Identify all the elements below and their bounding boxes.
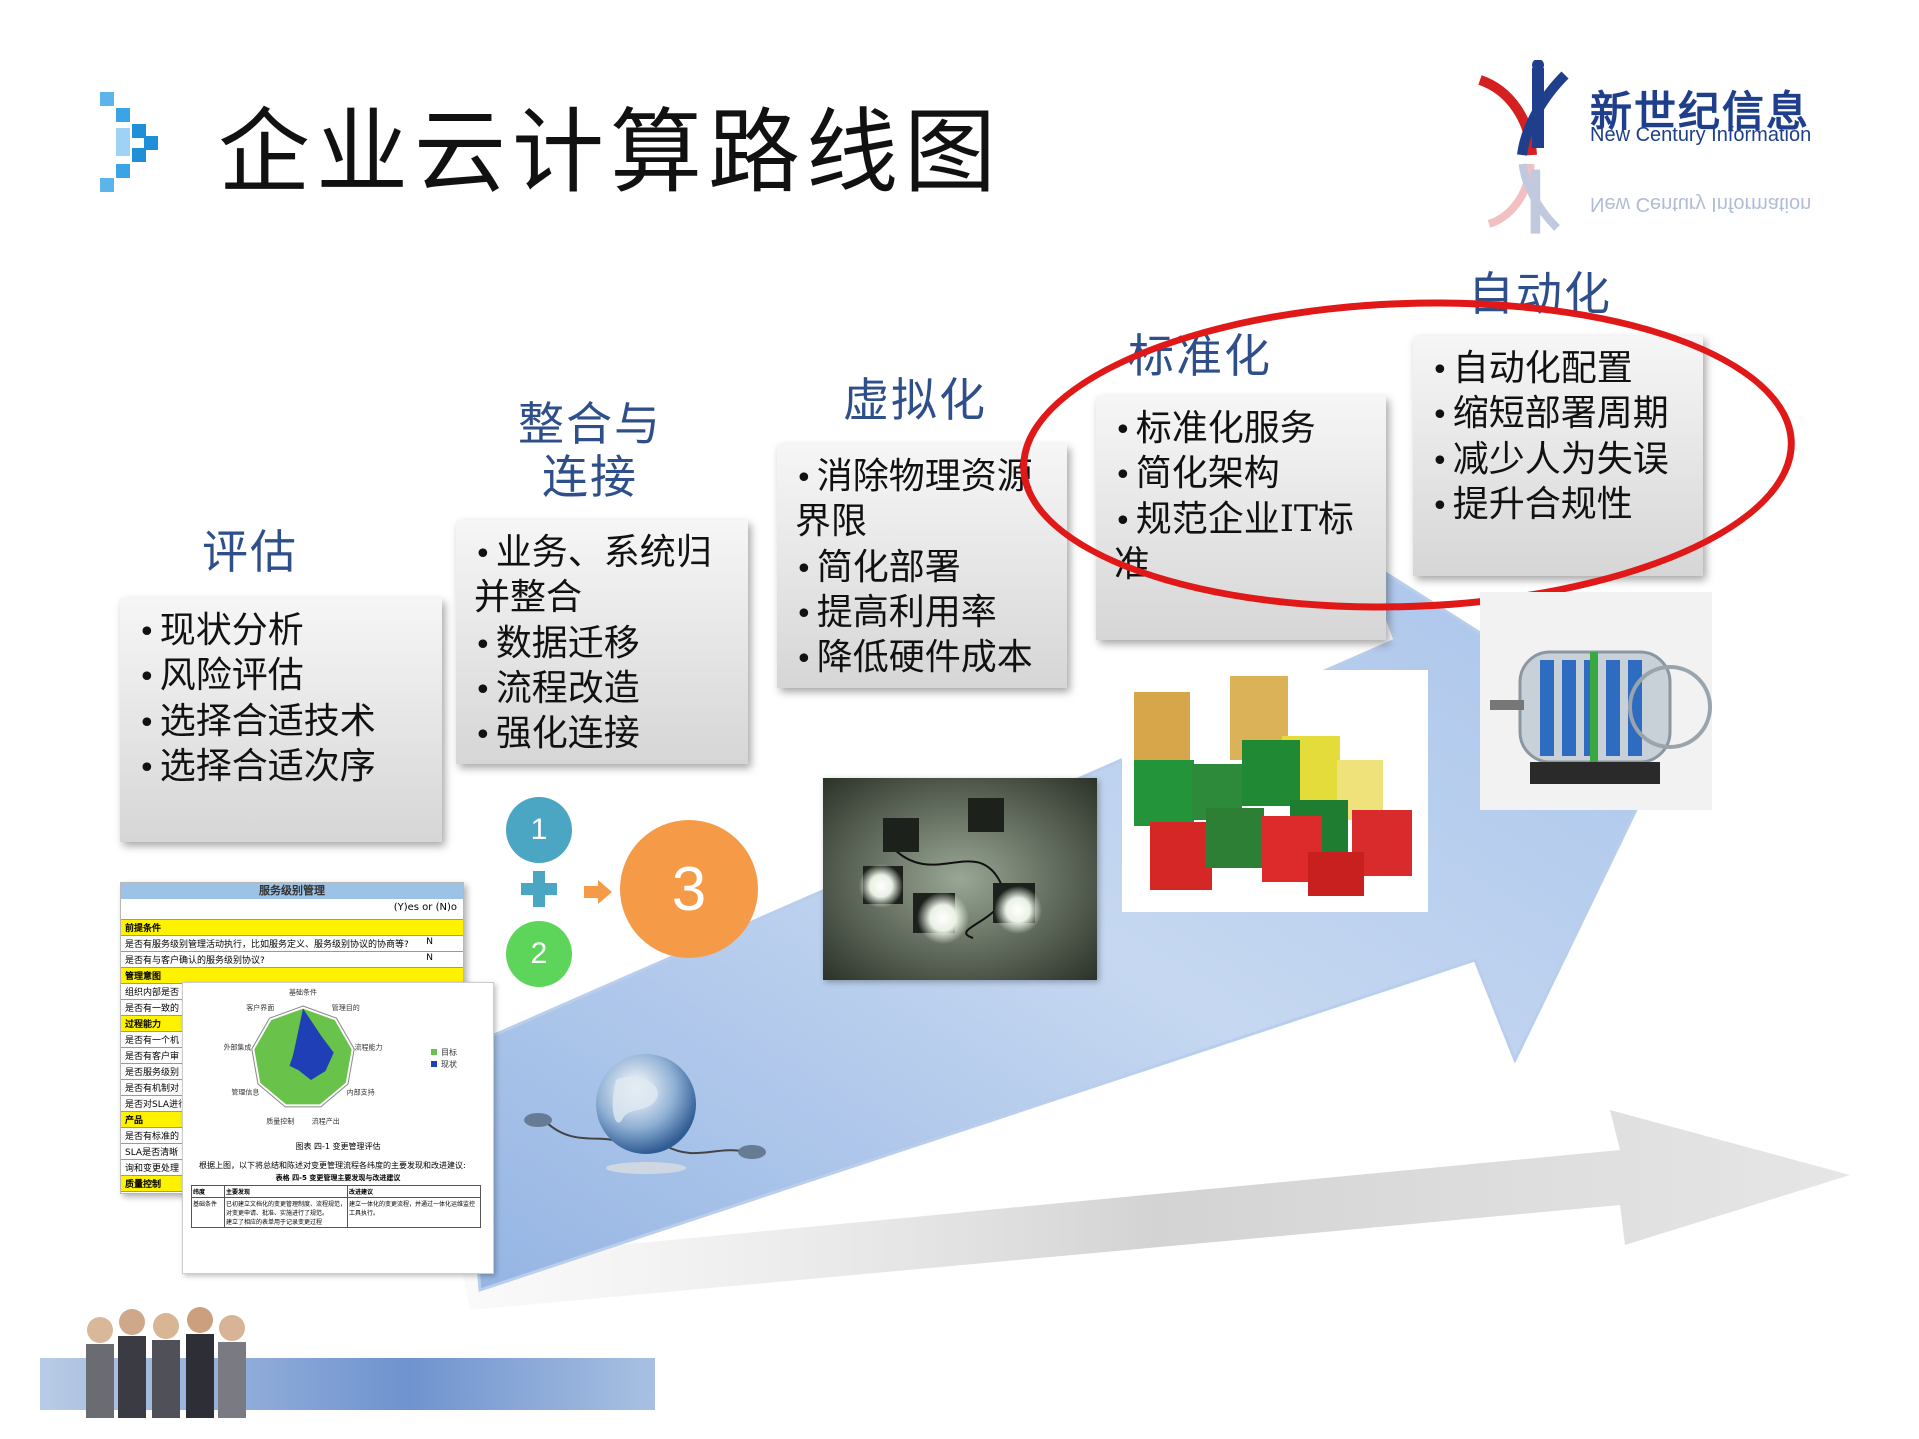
row-value: N [426, 953, 433, 963]
stage-title-automate: 自动化 [1468, 267, 1612, 321]
logo-name-en-reflection: New Century Information [1590, 193, 1812, 215]
stage-title-assess: 评估 [202, 525, 298, 579]
list-item: 现状分析 [138, 608, 424, 653]
yn-label: (Y)es or (N)o [393, 902, 457, 913]
list-item: 简化架构 [1114, 451, 1368, 496]
table-caption: 表格 四-5 变更管理主要发现与改进建议 [275, 1174, 401, 1182]
stage-box-assess: 现状分析 风险评估 选择合适技术 选择合适次序 [120, 598, 442, 842]
company-logo: 新世纪信息 New Century Information New Centur… [1470, 60, 1850, 240]
radar-axis-label: 外部集成 [223, 1042, 251, 1051]
radar-caption: 图表 四-1 变更管理评估 [295, 1142, 381, 1151]
list-item: 自动化配置 [1431, 346, 1685, 391]
logo-reflection-icon [1487, 163, 1560, 234]
shadow-arrow [460, 1110, 1850, 1310]
radar-chart-document: 基础条件管理目的流程能力内部支持流程产出质量控制管理信息外部集成客户界面 目标 … [182, 982, 494, 1274]
findings-table: 纬度 主要发现 改进建议 基础条件 已初建立文档化的变更管理制度、流程规范，对变… [191, 1185, 481, 1228]
radar-note: 根据上图，以下将总结和陈述对变更管理流程各纬度的主要发现和改进建议: [199, 1161, 466, 1170]
list-item: 流程改造 [474, 666, 730, 711]
logo-mark-icon [1478, 60, 1569, 156]
radar-current-series [289, 1008, 334, 1080]
radar-axis-label: 质量控制 [266, 1117, 294, 1126]
list-item: 标准化服务 [1114, 406, 1368, 451]
list-item: 选择合适技术 [138, 699, 424, 744]
list-item: 减少人为失误 [1431, 437, 1685, 482]
radar-outline [251, 1005, 355, 1108]
legend-target-label: 目标 [441, 1047, 457, 1057]
virtualization-photo [823, 778, 1097, 980]
merge-circle-result: 3 [620, 820, 758, 958]
table-row: 是否有与客户确认的服务级别协议?N [121, 952, 463, 968]
list-item: 选择合适次序 [138, 744, 424, 789]
merge-circle-1: 1 [506, 797, 572, 863]
merge-circle-2: 2 [506, 921, 572, 987]
plus-icon [521, 871, 557, 907]
legend-current-swatch [431, 1061, 437, 1067]
page-title: 企业云计算路线图 [218, 99, 1003, 206]
radar-axis-label: 基础条件 [289, 987, 317, 996]
logo-name-en: New Century Information [1590, 124, 1812, 146]
document-heading: 服务级别管理 [121, 883, 463, 899]
stage-box-standardize: 标准化服务 简化架构 规范企业IT标准 [1096, 396, 1386, 640]
logo-name-cn: 新世纪信息 [1590, 87, 1811, 136]
stage-title-virtualize: 虚拟化 [843, 373, 987, 427]
radar-axis-label: 流程产出 [312, 1117, 340, 1126]
stage-box-virtualize: 消除物理资源界限 简化部署 提高利用率 降低硬件成本 [777, 444, 1067, 688]
list-item: 提高利用率 [795, 590, 1049, 635]
list-item: 简化部署 [795, 545, 1049, 590]
standardization-blocks-photo [1122, 670, 1428, 912]
legend-current-label: 现状 [441, 1059, 457, 1069]
list-item: 提升合规性 [1431, 482, 1685, 527]
legend-target-swatch [431, 1049, 437, 1055]
list-item: 降低硬件成本 [795, 635, 1049, 680]
list-item: 强化连接 [474, 711, 730, 756]
table-row: 前提条件 [121, 920, 463, 936]
stage-title-integrate: 整合与 连接 [518, 397, 662, 504]
globe-network-icon [524, 1054, 766, 1174]
automation-motor-photo [1480, 592, 1712, 810]
stage-box-integrate: 业务、系统归并整合 数据迁移 流程改造 强化连接 [456, 520, 748, 764]
title-chevron-icon [100, 92, 158, 192]
radar-axis-label: 管理目的 [332, 1003, 360, 1012]
list-item: 数据迁移 [474, 621, 730, 666]
list-item: 规范企业IT标准 [1114, 497, 1368, 588]
list-item: 风险评估 [138, 653, 424, 698]
radar-axis-label: 客户界面 [246, 1003, 274, 1012]
list-item: 消除物理资源界限 [795, 454, 1049, 545]
list-item: 业务、系统归并整合 [474, 530, 730, 621]
list-item: 缩短部署周期 [1431, 391, 1685, 436]
team-people-graphic [86, 1307, 246, 1418]
stage-box-automate: 自动化配置 缩短部署周期 减少人为失误 提升合规性 [1413, 336, 1703, 576]
table-row: 是否有服务级别管理活动执行，比如服务定义、服务级别协议的协商等?N [121, 936, 463, 952]
radar-axis-label: 管理信息 [231, 1087, 259, 1096]
stage-title-standardize: 标准化 [1128, 329, 1272, 383]
radar-axis-label: 内部支持 [347, 1087, 375, 1096]
row-value: N [426, 937, 433, 947]
arrow-right-icon [584, 880, 612, 904]
radar-axis-label: 流程能力 [355, 1042, 383, 1051]
